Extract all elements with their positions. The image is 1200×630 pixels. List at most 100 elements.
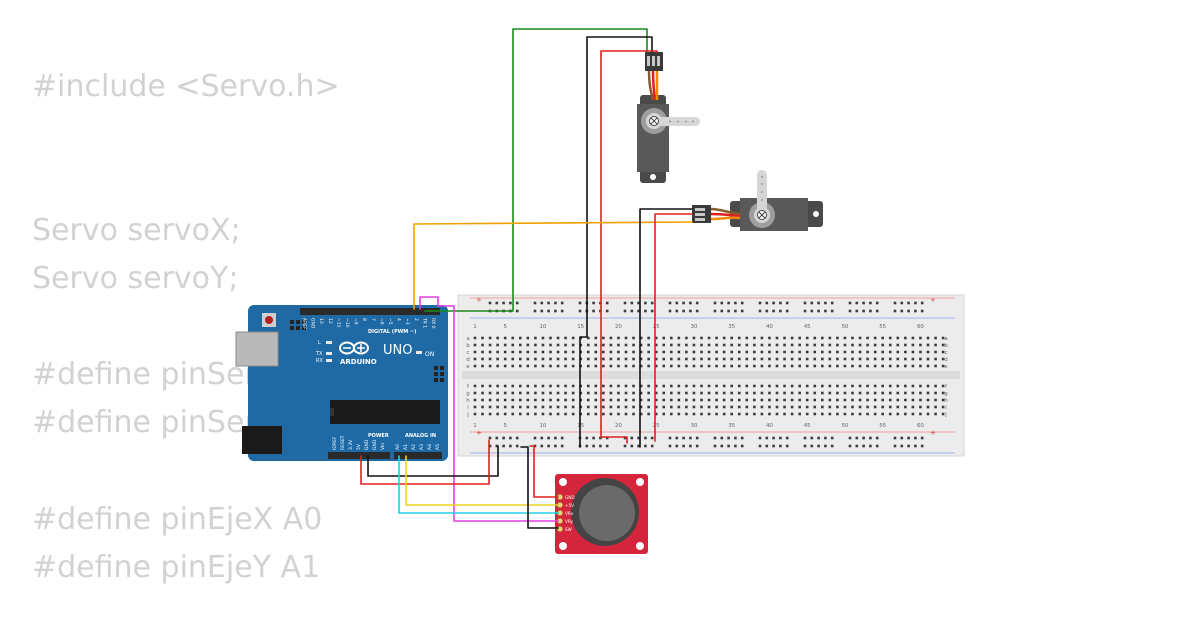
breadboard-hole (768, 398, 771, 402)
breadboard-hole (760, 405, 764, 409)
breadboard-rail-hole (855, 309, 859, 313)
breadboard-rail-hole (682, 436, 685, 440)
breadboard-column-number: 10 (539, 324, 546, 330)
breadboard-hole (836, 357, 839, 361)
breadboard-rail-hole (810, 444, 814, 448)
breadboard-rail-hole (605, 444, 609, 448)
breadboard-column-number: 30 (690, 423, 697, 429)
breadboard-rail-hole (810, 436, 814, 440)
breadboard-hole (692, 364, 696, 368)
breadboard-hole (639, 364, 643, 368)
breadboard-hole (488, 405, 492, 409)
breadboard-column-number: 45 (804, 423, 811, 429)
breadboard-rail-hole (765, 436, 769, 440)
breadboard-hole (851, 384, 854, 388)
breadboard-rail-hole (695, 309, 699, 313)
breadboard-hole (549, 398, 552, 402)
breadboard-hole (624, 391, 628, 395)
breadboard-rail-hole (862, 436, 865, 440)
servo-y-cable-red (709, 212, 741, 218)
breadboard-hole (911, 336, 915, 340)
power-pin-label: 3.3V (348, 439, 354, 450)
breadboard-hole (677, 398, 681, 402)
breadboard-hole (904, 343, 907, 347)
breadboard-hole (654, 343, 658, 347)
breadboard-rail-hole (502, 301, 505, 305)
breadboard-rail-hole (554, 301, 557, 305)
breadboard-hole (896, 391, 900, 395)
breadboard-rail-hole (682, 301, 685, 305)
breadboard-hole (549, 384, 552, 388)
breadboard-hole (745, 391, 749, 395)
breadboard-hole (602, 405, 605, 409)
breadboard-hole (556, 364, 560, 368)
breadboard-hole (941, 412, 945, 416)
breadboard-hole (745, 357, 749, 361)
breadboard-hole (934, 405, 937, 409)
breadboard-hole (813, 405, 817, 409)
breadboard-hole (677, 350, 681, 354)
breadboard-hole (790, 384, 794, 388)
breadboard-rail-hole (848, 436, 852, 440)
breadboard-hole (836, 391, 839, 395)
breadboard-hole (843, 357, 847, 361)
breadboard-hole (783, 350, 786, 354)
breadboard-hole (488, 364, 492, 368)
breadboard-hole (737, 391, 741, 395)
breadboard-rail-hole (772, 309, 775, 313)
breadboard-hole (775, 336, 779, 340)
breadboard-hole (647, 405, 650, 409)
breadboard-hole (722, 384, 726, 388)
breadboard-hole (609, 405, 613, 409)
breadboard-hole (677, 336, 681, 340)
breadboard-hole (685, 398, 688, 402)
breadboard-hole (586, 350, 590, 354)
breadboard-hole (571, 343, 575, 347)
breadboard-column-number: 40 (766, 423, 773, 429)
breadboard-hole (692, 343, 696, 347)
breadboard-hole (511, 357, 515, 361)
breadboard-hole (654, 405, 658, 409)
breadboard-hole (760, 350, 764, 354)
breadboard-hole (888, 405, 892, 409)
breadboard-hole (556, 384, 560, 388)
breadboard-hole (602, 357, 605, 361)
breadboard-rail-hole (848, 301, 852, 305)
breadboard-rail-hole (824, 444, 827, 448)
breadboard-hole (821, 412, 824, 416)
breadboard-hole (926, 398, 930, 402)
breadboard-hole (526, 384, 530, 388)
breadboard-hole (843, 336, 847, 340)
breadboard-rail-hole (668, 301, 672, 305)
breadboard-hole (639, 350, 643, 354)
breadboard-column-number: 45 (804, 324, 811, 330)
brand-label: ARDUINO (340, 358, 377, 366)
breadboard-rail-hole (560, 444, 564, 448)
breadboard-hole (564, 412, 567, 416)
breadboard-hole (836, 405, 839, 409)
breadboard-hole (775, 391, 779, 395)
breadboard-hole (677, 364, 681, 368)
breadboard-hole (821, 384, 824, 388)
breadboard-hole (549, 350, 552, 354)
breadboard-hole (753, 412, 756, 416)
breadboard-hole (836, 384, 839, 388)
breadboard-rail-hole (803, 301, 807, 305)
breadboard-hole (904, 398, 907, 402)
breadboard-rail-hole (727, 444, 730, 448)
breadboard-hole (934, 357, 937, 361)
breadboard-hole (700, 364, 703, 368)
breadboard-hole (700, 336, 703, 340)
breadboard-hole (639, 336, 643, 340)
breadboard-hole (541, 405, 545, 409)
breadboard-hole (783, 405, 786, 409)
breadboard-rail-hole (920, 444, 924, 448)
breadboard-rail-hole (862, 301, 865, 305)
breadboard-hole (858, 350, 862, 354)
breadboard-rail-hole (740, 436, 744, 440)
breadboard-rail-hole (907, 309, 910, 313)
breadboard-hole (700, 405, 703, 409)
breadboard-hole (617, 343, 620, 347)
breadboard-hole (526, 357, 530, 361)
breadboard-rail-hole (848, 309, 852, 313)
